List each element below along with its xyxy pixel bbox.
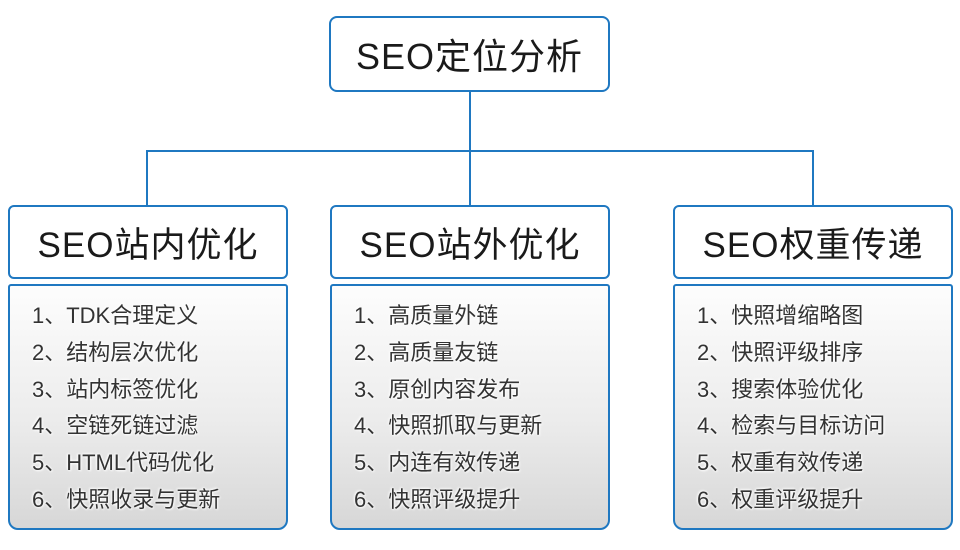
- list-item: 1、高质量外链: [354, 303, 499, 328]
- connector-root-stub: [469, 92, 471, 151]
- column-title: SEO站外优化: [359, 225, 581, 265]
- list-item: 3、原创内容发布: [354, 376, 521, 402]
- connector-drop-right: [812, 150, 814, 206]
- column-onsite-optimization: SEO站内优化 1、TDK合理定义 2、结构层次优化 3、站内标签优化 4、空链…: [8, 205, 288, 535]
- column-header-offsite: SEO站外优化: [330, 205, 610, 279]
- connector-drop-left: [146, 150, 148, 206]
- connector-horizontal-rail: [146, 150, 814, 152]
- list-item: 4、快照抓取与更新: [354, 413, 543, 439]
- list-item: 4、空链死链过滤: [32, 413, 199, 439]
- list-item: 6、快照评级提升: [354, 486, 521, 512]
- root-node-seo-positioning-analysis: SEO定位分析: [329, 16, 610, 92]
- weight-items-panel: 1、快照增缩略图 2、快照评级排序 3、搜索体验优化 4、检索与目标访问 5、权…: [673, 284, 953, 530]
- list-item: 1、快照增缩略图: [697, 303, 864, 328]
- list-item: 6、权重评级提升: [697, 486, 864, 512]
- column-title: SEO权重传递: [702, 225, 924, 265]
- list-item: 1、TDK合理定义: [32, 303, 199, 328]
- column-offsite-optimization: SEO站外优化 1、高质量外链 2、高质量友链 3、原创内容发布 4、快照抓取与…: [330, 205, 610, 535]
- list-item: 5、内连有效传递: [354, 450, 521, 476]
- list-item: 3、站内标签优化: [32, 376, 199, 402]
- list-item: 5、权重有效传递: [697, 450, 864, 476]
- onsite-items-panel: 1、TDK合理定义 2、结构层次优化 3、站内标签优化 4、空链死链过滤 5、H…: [8, 284, 288, 530]
- column-title: SEO站内优化: [37, 225, 259, 265]
- connector-drop-middle: [469, 150, 471, 206]
- root-node-title: SEO定位分析: [355, 36, 584, 77]
- list-item: 5、HTML代码优化: [32, 450, 215, 476]
- list-item: 6、快照收录与更新: [32, 486, 221, 512]
- column-weight-transfer: SEO权重传递 1、快照增缩略图 2、快照评级排序 3、搜索体验优化 4、检索与…: [673, 205, 953, 535]
- list-item: 2、结构层次优化: [32, 339, 199, 365]
- list-item: 2、高质量友链: [354, 339, 499, 365]
- column-header-weight: SEO权重传递: [673, 205, 953, 279]
- list-item: 2、快照评级排序: [697, 339, 864, 365]
- column-header-onsite: SEO站内优化: [8, 205, 288, 279]
- list-item: 4、检索与目标访问: [697, 413, 886, 439]
- offsite-items-panel: 1、高质量外链 2、高质量友链 3、原创内容发布 4、快照抓取与更新 5、内连有…: [330, 284, 610, 530]
- list-item: 3、搜索体验优化: [697, 376, 864, 402]
